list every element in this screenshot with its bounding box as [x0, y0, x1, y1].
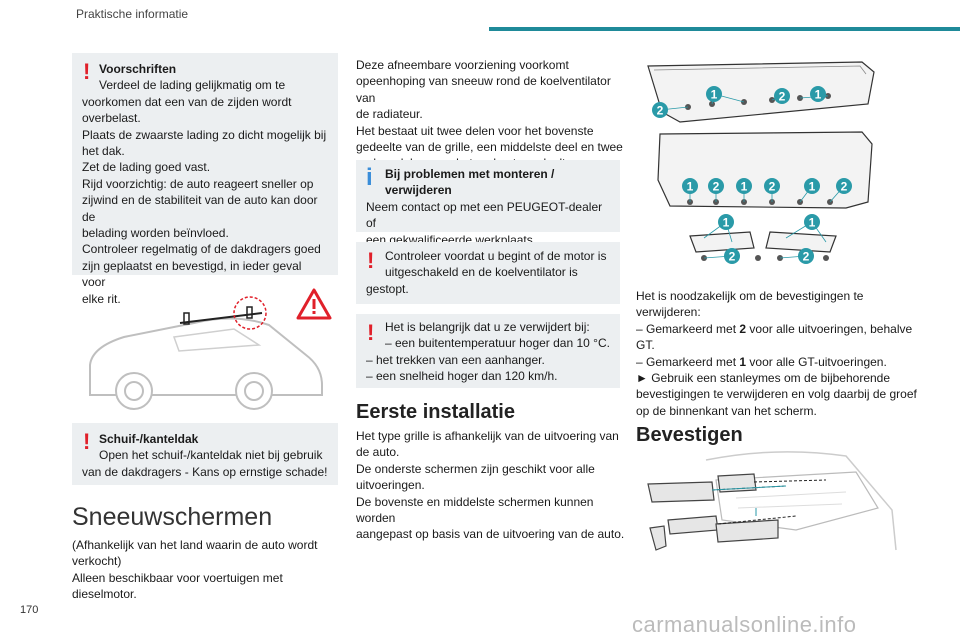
para-line: – Gemarkeerd met 2 voor alle uitvoeringe…	[636, 321, 926, 337]
section-heading: Eerste installatie	[356, 401, 515, 423]
box-title: Bij problemen met monteren /	[385, 167, 555, 181]
label-2: 2	[803, 250, 810, 264]
box-line: elke rit.	[82, 291, 121, 306]
box-line: Open het schuif-/kanteldak niet bij gebr…	[99, 448, 323, 463]
box-line: Controleer regelmatig of de dakdragers g…	[82, 242, 321, 257]
label-2: 2	[841, 180, 848, 194]
label-1: 1	[741, 180, 748, 194]
box-line: – een snelheid hoger dan 120 km/h.	[366, 369, 558, 384]
removal-warning-box: ! Het is belangrijk dat u ze verwijdert …	[356, 314, 620, 388]
engine-warning-box: ! Controleer voordat u begint of de moto…	[356, 242, 620, 304]
para-line: aangepast op basis van de uitvoering van…	[356, 527, 625, 542]
para-line: de auto.	[356, 445, 400, 460]
para-line: De bovenste en middelste schermen kunnen…	[356, 494, 594, 526]
warning-exclamation-icon: !	[367, 248, 375, 273]
snow-screen-fixings-diagram: 2 1 2 1 1 2 1 2 1 2 1 1 2 2	[647, 61, 875, 264]
page-number: 170	[20, 604, 39, 616]
box-line: gestopt.	[366, 281, 409, 296]
box-line: – een buitentemperatuur hoger dan 10 °C.	[385, 336, 610, 351]
label-1: 1	[809, 216, 816, 230]
info-icon: i	[366, 164, 373, 191]
para-line: (Afhankelijk van het land waarin de auto…	[72, 538, 318, 552]
info-box: i Bij problemen met monteren / verwijder…	[356, 160, 620, 247]
sunroof-warning-box: ! Schuif-/kanteldak Open het schuif-/kan…	[72, 423, 338, 485]
label-1: 1	[687, 180, 694, 194]
text-span: – Gemarkeerd met	[636, 354, 740, 369]
box-line: zijwind en de stabiliteit van de auto ka…	[82, 193, 318, 224]
running-header: Praktische informatie	[76, 7, 189, 21]
snow-screens-intro: (Afhankelijk van het land waarin de auto…	[72, 537, 342, 603]
label-1: 1	[809, 180, 816, 194]
installation-description: Het type grille is afhankelijk van de ui…	[356, 428, 636, 543]
section-heading: Sneeuwschermen	[72, 503, 273, 531]
para-line: de radiateur.	[356, 107, 423, 122]
box-line: van de dakdragers - Kans op ernstige sch…	[82, 464, 328, 479]
warning-exclamation-icon: !	[83, 429, 91, 454]
bold-ref: 1	[739, 354, 747, 369]
para-line: Het is noodzakelijk om de bevestigingen …	[636, 289, 864, 303]
para-line: Deze afneembare voorziening voorkomt	[356, 58, 569, 72]
box-title: verwijderen	[385, 183, 452, 198]
box-line: Het is belangrijk dat u ze verwijdert bi…	[385, 320, 590, 334]
para-line: uitvoeringen.	[356, 478, 425, 493]
watermark-text: carmanualsonline.info	[632, 612, 857, 637]
para-line: opeenhoping van sneeuw rond de koelventi…	[356, 74, 611, 105]
bold-ref: 2	[739, 321, 747, 336]
para-line: Het type grille is afhankelijk van de ui…	[356, 429, 619, 443]
removal-instructions: Het is noodzakelijk om de bevestigingen …	[636, 288, 926, 419]
para-line: GT.	[636, 338, 655, 353]
para-line: ► Gebruik een stanleymes om de bijbehore…	[636, 371, 891, 386]
box-line: Plaats de zwaarste lading zo dicht mogel…	[82, 127, 327, 142]
text-span: voor alle GT-uitvoeringen.	[746, 354, 887, 369]
warning-exclamation-icon: !	[83, 59, 91, 84]
label-2: 2	[779, 90, 786, 104]
box-line: uitgeschakeld en de koelventilator is	[385, 265, 578, 280]
box-line: voorkomen dat een van de zijden wordt	[82, 94, 292, 109]
regulations-warning-box: ! Voorschriften Verdeel de lading gelijk…	[72, 53, 338, 306]
para-line: Het bestaat uit twee delen voor het bove…	[356, 123, 594, 138]
header-accent-bar	[489, 27, 960, 31]
label-2: 2	[713, 180, 720, 194]
box-title: Voorschriften	[99, 62, 177, 76]
warning-triangle-icon	[296, 288, 332, 320]
para-line: verwijderen:	[636, 305, 701, 320]
text-span: voor alle uitvoeringen, behalve	[746, 321, 913, 336]
label-1: 1	[815, 88, 822, 102]
box-line: Verdeel de lading gelijkmatig om te	[99, 78, 286, 93]
para-line: bevestigingen te verwijderen en volg daa…	[636, 387, 917, 402]
grille-mounting-illustration	[647, 451, 897, 551]
label-2: 2	[729, 250, 736, 264]
label-2: 2	[769, 180, 776, 194]
box-line: belading worden beïnvloed.	[82, 226, 229, 241]
para-line: gedeelte van de grille, een middelste de…	[356, 140, 623, 155]
box-line: Zet de lading goed vast.	[82, 160, 211, 175]
label-1: 1	[711, 88, 718, 102]
box-line: Controleer voordat u begint of de motor …	[385, 249, 607, 263]
para-line: – Gemarkeerd met 1 voor alle GT-uitvoeri…	[636, 354, 926, 370]
box-line: overbelast.	[82, 111, 141, 126]
box-line: zijn geplaatst en bevestigd, in ieder ge…	[82, 258, 302, 290]
box-line: – het trekken van een aanhanger.	[366, 352, 545, 367]
section-heading: Bevestigen	[636, 424, 743, 446]
warning-exclamation-icon: !	[367, 320, 375, 345]
label-1: 1	[723, 216, 730, 230]
box-line: Neem contact op met een PEUGEOT-dealer o…	[366, 199, 603, 231]
para-line: De onderste schermen zijn geschikt voor …	[356, 461, 595, 476]
para-line: verkocht)	[72, 554, 122, 569]
car-roof-bar-illustration	[89, 296, 323, 410]
label-2: 2	[657, 104, 664, 118]
box-line: het dak.	[82, 144, 125, 159]
box-title: Schuif-/kanteldak	[99, 432, 199, 446]
text-span: – Gemarkeerd met	[636, 321, 740, 336]
snow-screens-description: Deze afneembare voorziening voorkomt ope…	[356, 57, 626, 172]
para-line: op de binnenkant van het scherm.	[636, 403, 817, 418]
para-line: Alleen beschikbaar voor voertuigen met d…	[72, 570, 283, 602]
box-line: Rijd voorzichtig: de auto reageert snell…	[82, 176, 314, 191]
